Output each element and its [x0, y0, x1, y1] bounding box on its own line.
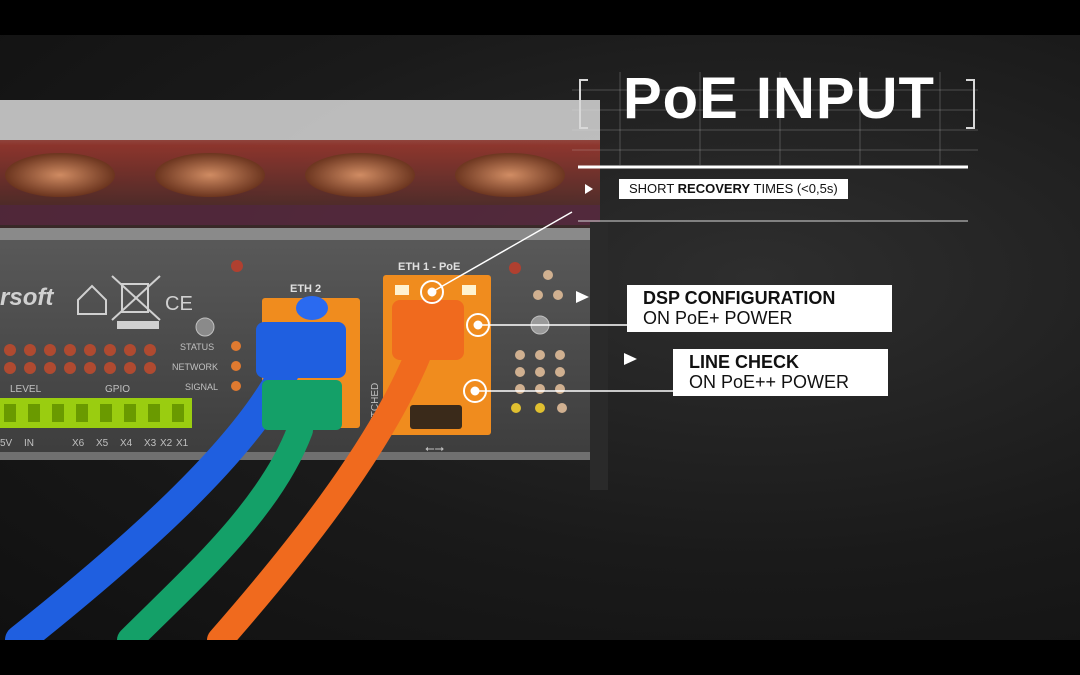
callout-arrows [576, 184, 637, 365]
orange-cable [207, 337, 433, 640]
leader-line-recovery [431, 211, 573, 293]
ce-mark-icon: CE [165, 293, 193, 315]
green-rj45-plug [262, 380, 342, 430]
target-circle-dsp [466, 313, 490, 337]
home-icon [77, 284, 107, 315]
svg-text:X4: X4 [120, 438, 133, 449]
svg-text:IN: IN [24, 438, 34, 449]
svg-text:X6: X6 [72, 438, 85, 449]
eth2-label: ETH 2 [290, 283, 321, 295]
svg-text:X2: X2 [160, 438, 173, 449]
weee-bin-icon [111, 275, 161, 329]
reset-button-icon [195, 317, 215, 337]
target-circle-line-check [463, 379, 487, 403]
blue-rj45-plug [256, 322, 346, 378]
orange-rj45-plug [392, 300, 464, 360]
svg-text:X1: X1 [176, 438, 189, 449]
svg-text:X5: X5 [96, 438, 109, 449]
ethernet-cables [5, 296, 464, 640]
dsp-heading: DSP CONFIGURATION [643, 288, 836, 308]
feature-label-recovery: SHORT RECOVERY TIMES (<0,5s) [619, 179, 848, 199]
gpio-terminal-block [0, 398, 192, 428]
level-label: LEVEL [10, 384, 42, 395]
green-cable [117, 417, 313, 640]
indicator-leds: STATUS NETWORK SIGNAL [172, 341, 241, 392]
product-scene: rsoft CE STATUS NETWORK SIGNAL [0, 35, 1080, 640]
mount-screw-left [231, 260, 243, 272]
internal-board [0, 100, 600, 230]
mount-screw-right [509, 262, 521, 274]
blue-plug-clip [296, 296, 328, 320]
led-label-status: STATUS [180, 342, 214, 352]
callout-leaders [420, 211, 673, 403]
svg-text:X3: X3 [144, 438, 157, 449]
letterbox-bottom [0, 640, 1080, 675]
gpio-label: GPIO [105, 384, 130, 395]
line-check-subtext: ON PoE++ POWER [689, 372, 850, 392]
compliance-marks: rsoft CE [0, 260, 243, 337]
level-meter [4, 344, 156, 374]
arrow-icon-dsp [576, 291, 589, 303]
svg-text:5V: 5V [0, 438, 13, 449]
eth1-label: ETH 1 - PoE [398, 261, 460, 273]
device-illustration: rsoft CE STATUS NETWORK SIGNAL [0, 72, 978, 640]
arrow-icon-recovery [585, 184, 593, 194]
switched-label: ITCHED [370, 383, 381, 420]
page-title: PoE INPUT [623, 66, 935, 131]
line-check-heading: LINE CHECK [689, 352, 800, 372]
terminal-labels: 5V IN X6 X5 X4 X3 X2 X1 [0, 438, 189, 449]
usb-icon: ⭠⭢ [425, 441, 445, 455]
brand-logo: rsoft [0, 284, 54, 311]
dsp-subtext: ON PoE+ POWER [643, 308, 793, 328]
led-label-signal: SIGNAL [185, 382, 218, 392]
arrow-icon-line-check [624, 353, 637, 365]
target-circle-recovery [420, 280, 444, 304]
letterbox-top [0, 0, 1080, 35]
led-label-network: NETWORK [172, 362, 218, 372]
headline-frame [572, 72, 978, 222]
